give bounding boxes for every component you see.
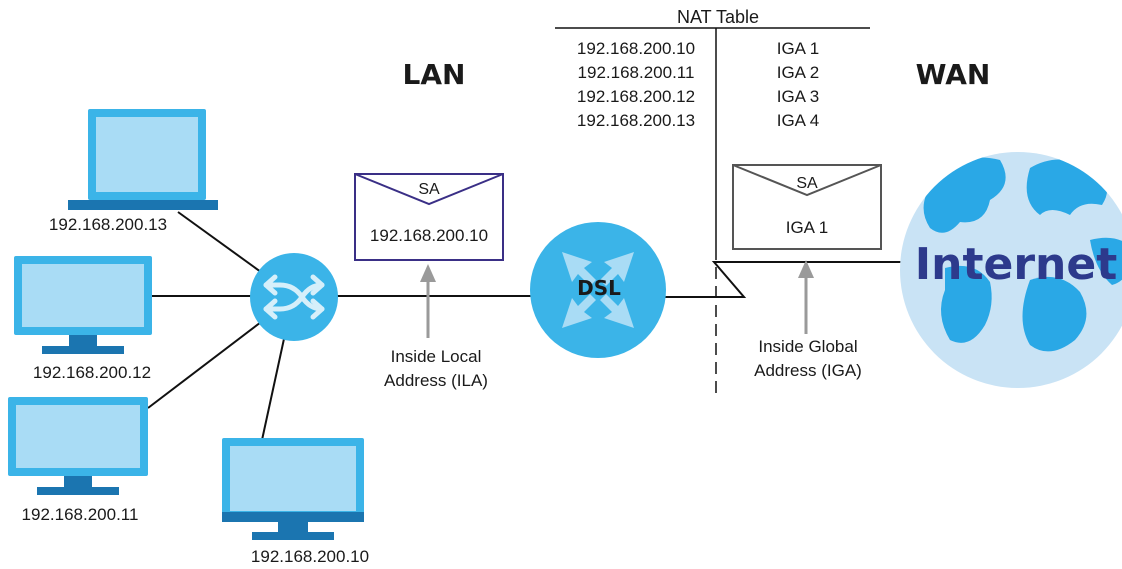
monitor-b-address-label: 192.168.200.11 [22,505,139,524]
internet-label: Internet [915,239,1117,290]
monitor-icon [222,438,364,540]
switch-icon [250,253,338,341]
wan-zone-label: WAN [916,58,991,91]
lan-packet-address: 192.168.200.10 [370,226,488,245]
ila-caption-line1: Inside Local [391,347,482,366]
iga-caption-line2: Address (IGA) [754,361,862,380]
lan-packet-envelope [354,173,504,261]
monitor-a-address-label: 192.168.200.12 [33,363,151,382]
ila-caption-line2: Address (ILA) [384,371,488,390]
nat-table-title: NAT Table [677,7,759,27]
router-icon [530,222,666,358]
monitor-icon [8,397,148,495]
arrow-up-icon [798,260,814,334]
wan-packet-flap-label: SA [796,175,818,192]
wan-packet-address: IGA 1 [786,218,829,237]
arrow-up-icon [420,264,436,338]
iga-caption-line1: Inside Global [758,337,857,356]
router-label: DSL [577,276,621,300]
lan-zone-label: LAN [403,58,466,91]
nat-row-inside-global: IGA 4 [777,111,820,130]
lan-packet-flap-label: SA [418,181,440,198]
nat-table-rows: 192.168.200.10 IGA 1 192.168.200.11 IGA 2 19… [577,39,819,130]
nat-row-inside-local: 192.168.200.10 [577,39,695,58]
nat-row-inside-local: 192.168.200.12 [577,87,695,106]
nat-row-inside-global: IGA 2 [777,63,820,82]
nat-row-inside-global: IGA 1 [777,39,820,58]
monitor-icon [14,256,152,354]
nat-row-inside-local: 192.168.200.11 [578,63,695,82]
monitor-c-address-label: 192.168.200.10 [251,547,369,566]
wan-packet-envelope [732,164,882,250]
laptop-address-label: 192.168.200.13 [49,215,167,234]
nat-row-inside-local: 192.168.200.13 [577,111,695,130]
nat-row-inside-global: IGA 3 [777,87,820,106]
laptop-icon [68,109,218,210]
